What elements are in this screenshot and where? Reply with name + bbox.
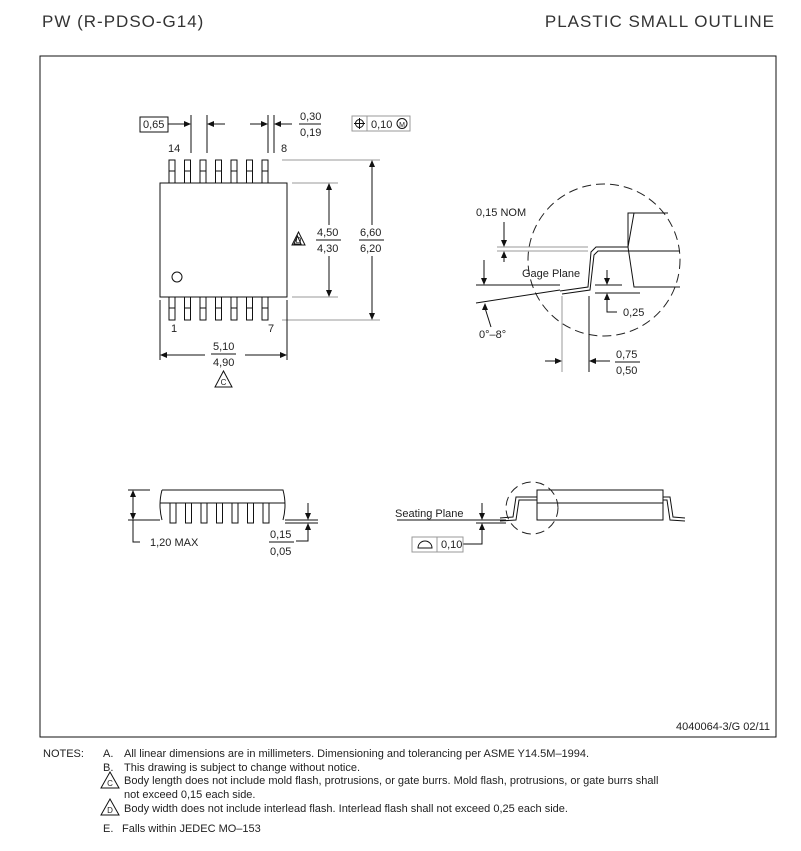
foot-length-max: 0,75 xyxy=(616,349,637,361)
svg-text:M: M xyxy=(399,122,405,129)
side-lead xyxy=(231,502,239,524)
side-view: 1,20 MAX 0,15 0,05 xyxy=(128,489,318,558)
body-width-max: 4,50 xyxy=(317,227,338,239)
drawing-id: 4040064-3/G 02/11 xyxy=(676,721,770,733)
svg-text:Body width does not include in: Body width does not include interlead fl… xyxy=(124,803,568,815)
side-lead xyxy=(169,502,177,524)
svg-text:This drawing is subject to cha: This drawing is subject to change withou… xyxy=(124,762,360,774)
svg-text:0,10: 0,10 xyxy=(371,119,392,131)
svg-text:C: C xyxy=(107,779,113,788)
seating-view: Seating Plane 0,10 xyxy=(395,481,686,553)
lead-thickness-nom: 0,15 NOM xyxy=(476,207,526,219)
pin-label-7: 7 xyxy=(268,323,274,335)
mmc-icon xyxy=(396,118,408,129)
lead-width-min: 0,19 xyxy=(300,127,321,139)
coplanarity-icon xyxy=(417,540,433,549)
svg-text:B.: B. xyxy=(103,762,113,774)
svg-text:not exceed 0,15 each side.: not exceed 0,15 each side. xyxy=(124,789,255,801)
pin-label-8: 8 xyxy=(281,143,287,155)
svg-text:All linear dimensions are in m: All linear dimensions are in millimeters… xyxy=(124,748,589,760)
lead-angle: 0°–8° xyxy=(479,329,506,341)
side-lead xyxy=(216,502,223,524)
leads xyxy=(168,159,269,321)
notes: NOTES: A. All linear dimensions are in m… xyxy=(43,748,658,835)
standoff-max: 0,15 xyxy=(270,529,291,541)
gage-detail: 0,15 NOM Gage Plane 0°–8° 0,25 0,75 0,50 xyxy=(475,183,681,377)
gage-height: 0,25 xyxy=(623,307,644,319)
svg-text:A.: A. xyxy=(103,748,113,760)
side-lead xyxy=(247,502,254,524)
max-height: 1,20 MAX xyxy=(150,537,199,549)
top-view: 14 8 1 7 0,65 0,30 0,19 0,10 M xyxy=(139,111,411,388)
svg-text:NOTES:: NOTES: xyxy=(43,748,84,760)
body-length-max: 5,10 xyxy=(213,341,234,353)
note-c-triangle xyxy=(214,369,233,388)
package-type: PLASTIC SMALL OUTLINE xyxy=(545,12,775,31)
pin-label-14: 14 xyxy=(168,143,180,155)
note-d-triangle xyxy=(293,234,302,245)
package-body xyxy=(159,182,288,298)
foot-length-min: 0,50 xyxy=(616,365,637,377)
svg-text:E.: E. xyxy=(103,823,113,835)
standoff-min: 0,05 xyxy=(270,546,291,558)
svg-text:D: D xyxy=(296,236,302,245)
side-lead xyxy=(262,502,270,524)
gage-plane-label: Gage Plane xyxy=(522,268,580,280)
side-lead xyxy=(200,502,208,524)
lead-width-max: 0,30 xyxy=(300,111,321,123)
drawing-border xyxy=(39,55,777,738)
seating-plane-label: Seating Plane xyxy=(395,508,464,520)
coplanarity-value: 0,10 xyxy=(441,539,462,551)
svg-text:C: C xyxy=(221,378,227,387)
overall-width-max: 6,60 xyxy=(360,227,381,239)
pin-label-1: 1 xyxy=(171,323,177,335)
pin1-marker xyxy=(171,271,183,283)
position-tolerance-frame: 0,10 M xyxy=(351,115,411,132)
body-length-min: 4,90 xyxy=(213,357,234,369)
pitch-value: 0,65 xyxy=(143,119,164,131)
svg-text:Body length does not include m: Body length does not include mold flash,… xyxy=(124,775,658,787)
svg-text:Falls within JEDEC MO–153: Falls within JEDEC MO–153 xyxy=(122,823,261,835)
overall-width-min: 6,20 xyxy=(360,243,381,255)
package-code: PW (R-PDSO-G14) xyxy=(42,12,204,31)
body-width-min: 4,30 xyxy=(317,243,338,255)
svg-text:D: D xyxy=(107,806,113,815)
side-lead xyxy=(185,502,192,524)
